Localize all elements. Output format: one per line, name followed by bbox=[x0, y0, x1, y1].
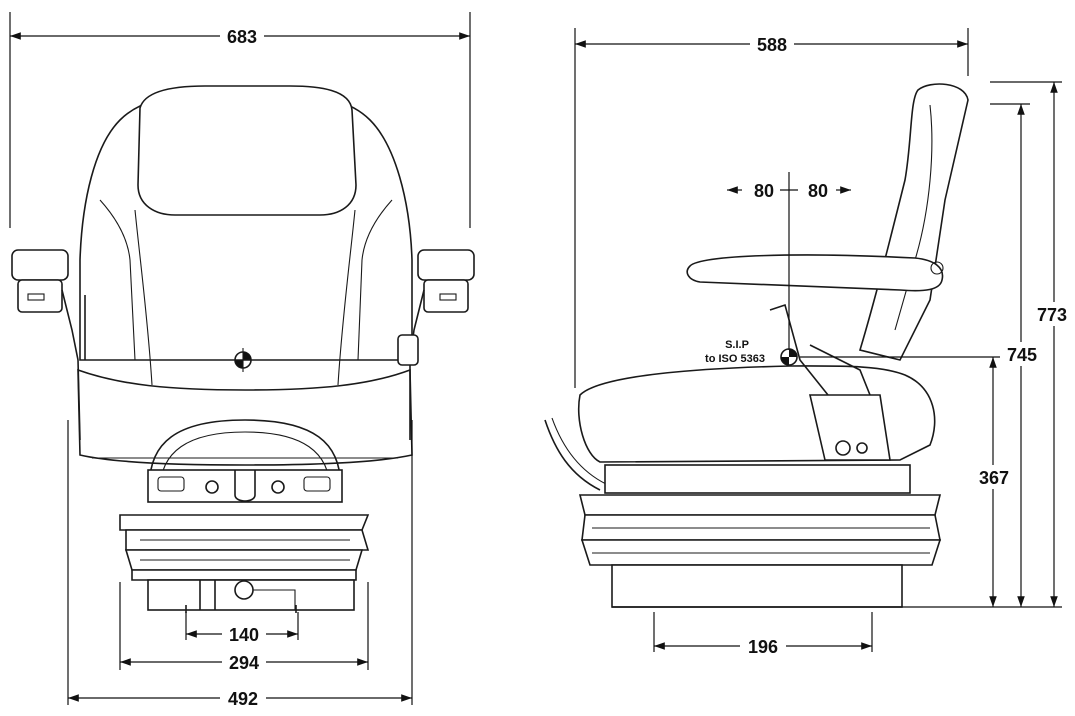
dimension-492-label: 492 bbox=[228, 689, 258, 709]
side-suspension-bellows bbox=[578, 494, 942, 566]
side-lever-panel bbox=[808, 394, 891, 461]
front-headrest bbox=[137, 85, 357, 216]
dimension-588-label: 588 bbox=[757, 35, 787, 55]
dimension-683-label: 683 bbox=[227, 27, 257, 47]
dimension-367-label: 367 bbox=[979, 468, 1009, 488]
front-sip-marker bbox=[231, 348, 255, 372]
front-backrest-contour-right bbox=[337, 209, 356, 386]
dimension-196-label: 196 bbox=[748, 637, 778, 657]
dimension-80-right-label: 80 bbox=[808, 181, 828, 201]
front-view-seat bbox=[11, 85, 475, 613]
dimension-683: 683 bbox=[9, 24, 470, 48]
dimension-80-left-label: 80 bbox=[754, 181, 774, 201]
side-backrest bbox=[858, 83, 969, 361]
front-backrest-side-left bbox=[99, 199, 136, 361]
dimension-294: 294 bbox=[120, 650, 368, 674]
extension-lines bbox=[9, 12, 1062, 705]
side-base-frame bbox=[611, 564, 903, 608]
dimension-773: 773 bbox=[1030, 82, 1074, 607]
front-armrest-right bbox=[397, 249, 475, 440]
dimension-773-label: 773 bbox=[1037, 305, 1067, 325]
front-suspension-bellows bbox=[119, 514, 370, 581]
dimension-196: 196 bbox=[654, 634, 872, 658]
dimension-140: 140 bbox=[186, 622, 298, 646]
dimension-sip-offset: 80 80 bbox=[727, 181, 851, 201]
side-view-seat bbox=[544, 83, 969, 608]
dimension-140-label: 140 bbox=[229, 625, 259, 645]
side-armrest bbox=[686, 254, 944, 292]
dimension-745-label: 745 bbox=[1007, 345, 1037, 365]
front-backrest-side-right bbox=[357, 199, 393, 361]
dimension-367: 367 bbox=[972, 357, 1016, 607]
dimension-745: 745 bbox=[1000, 104, 1044, 607]
side-sip-marker bbox=[780, 348, 798, 366]
sip-label-line2: to ISO 5363 bbox=[705, 353, 765, 365]
dimension-588: 588 bbox=[575, 32, 968, 56]
side-suspension-plate bbox=[604, 464, 911, 494]
dimension-492: 492 bbox=[68, 686, 412, 710]
front-handle-bar bbox=[148, 419, 342, 496]
front-seat-cushion bbox=[77, 368, 413, 466]
dimension-294-label: 294 bbox=[229, 653, 259, 673]
side-front-handle bbox=[544, 419, 601, 491]
front-armrest-left bbox=[11, 249, 86, 441]
sip-label: S.I.P to ISO 5363 bbox=[705, 339, 765, 365]
front-suspension-plate bbox=[147, 469, 343, 503]
sip-label-line1: S.I.P bbox=[725, 339, 749, 351]
front-backrest-contour-left bbox=[134, 209, 153, 386]
